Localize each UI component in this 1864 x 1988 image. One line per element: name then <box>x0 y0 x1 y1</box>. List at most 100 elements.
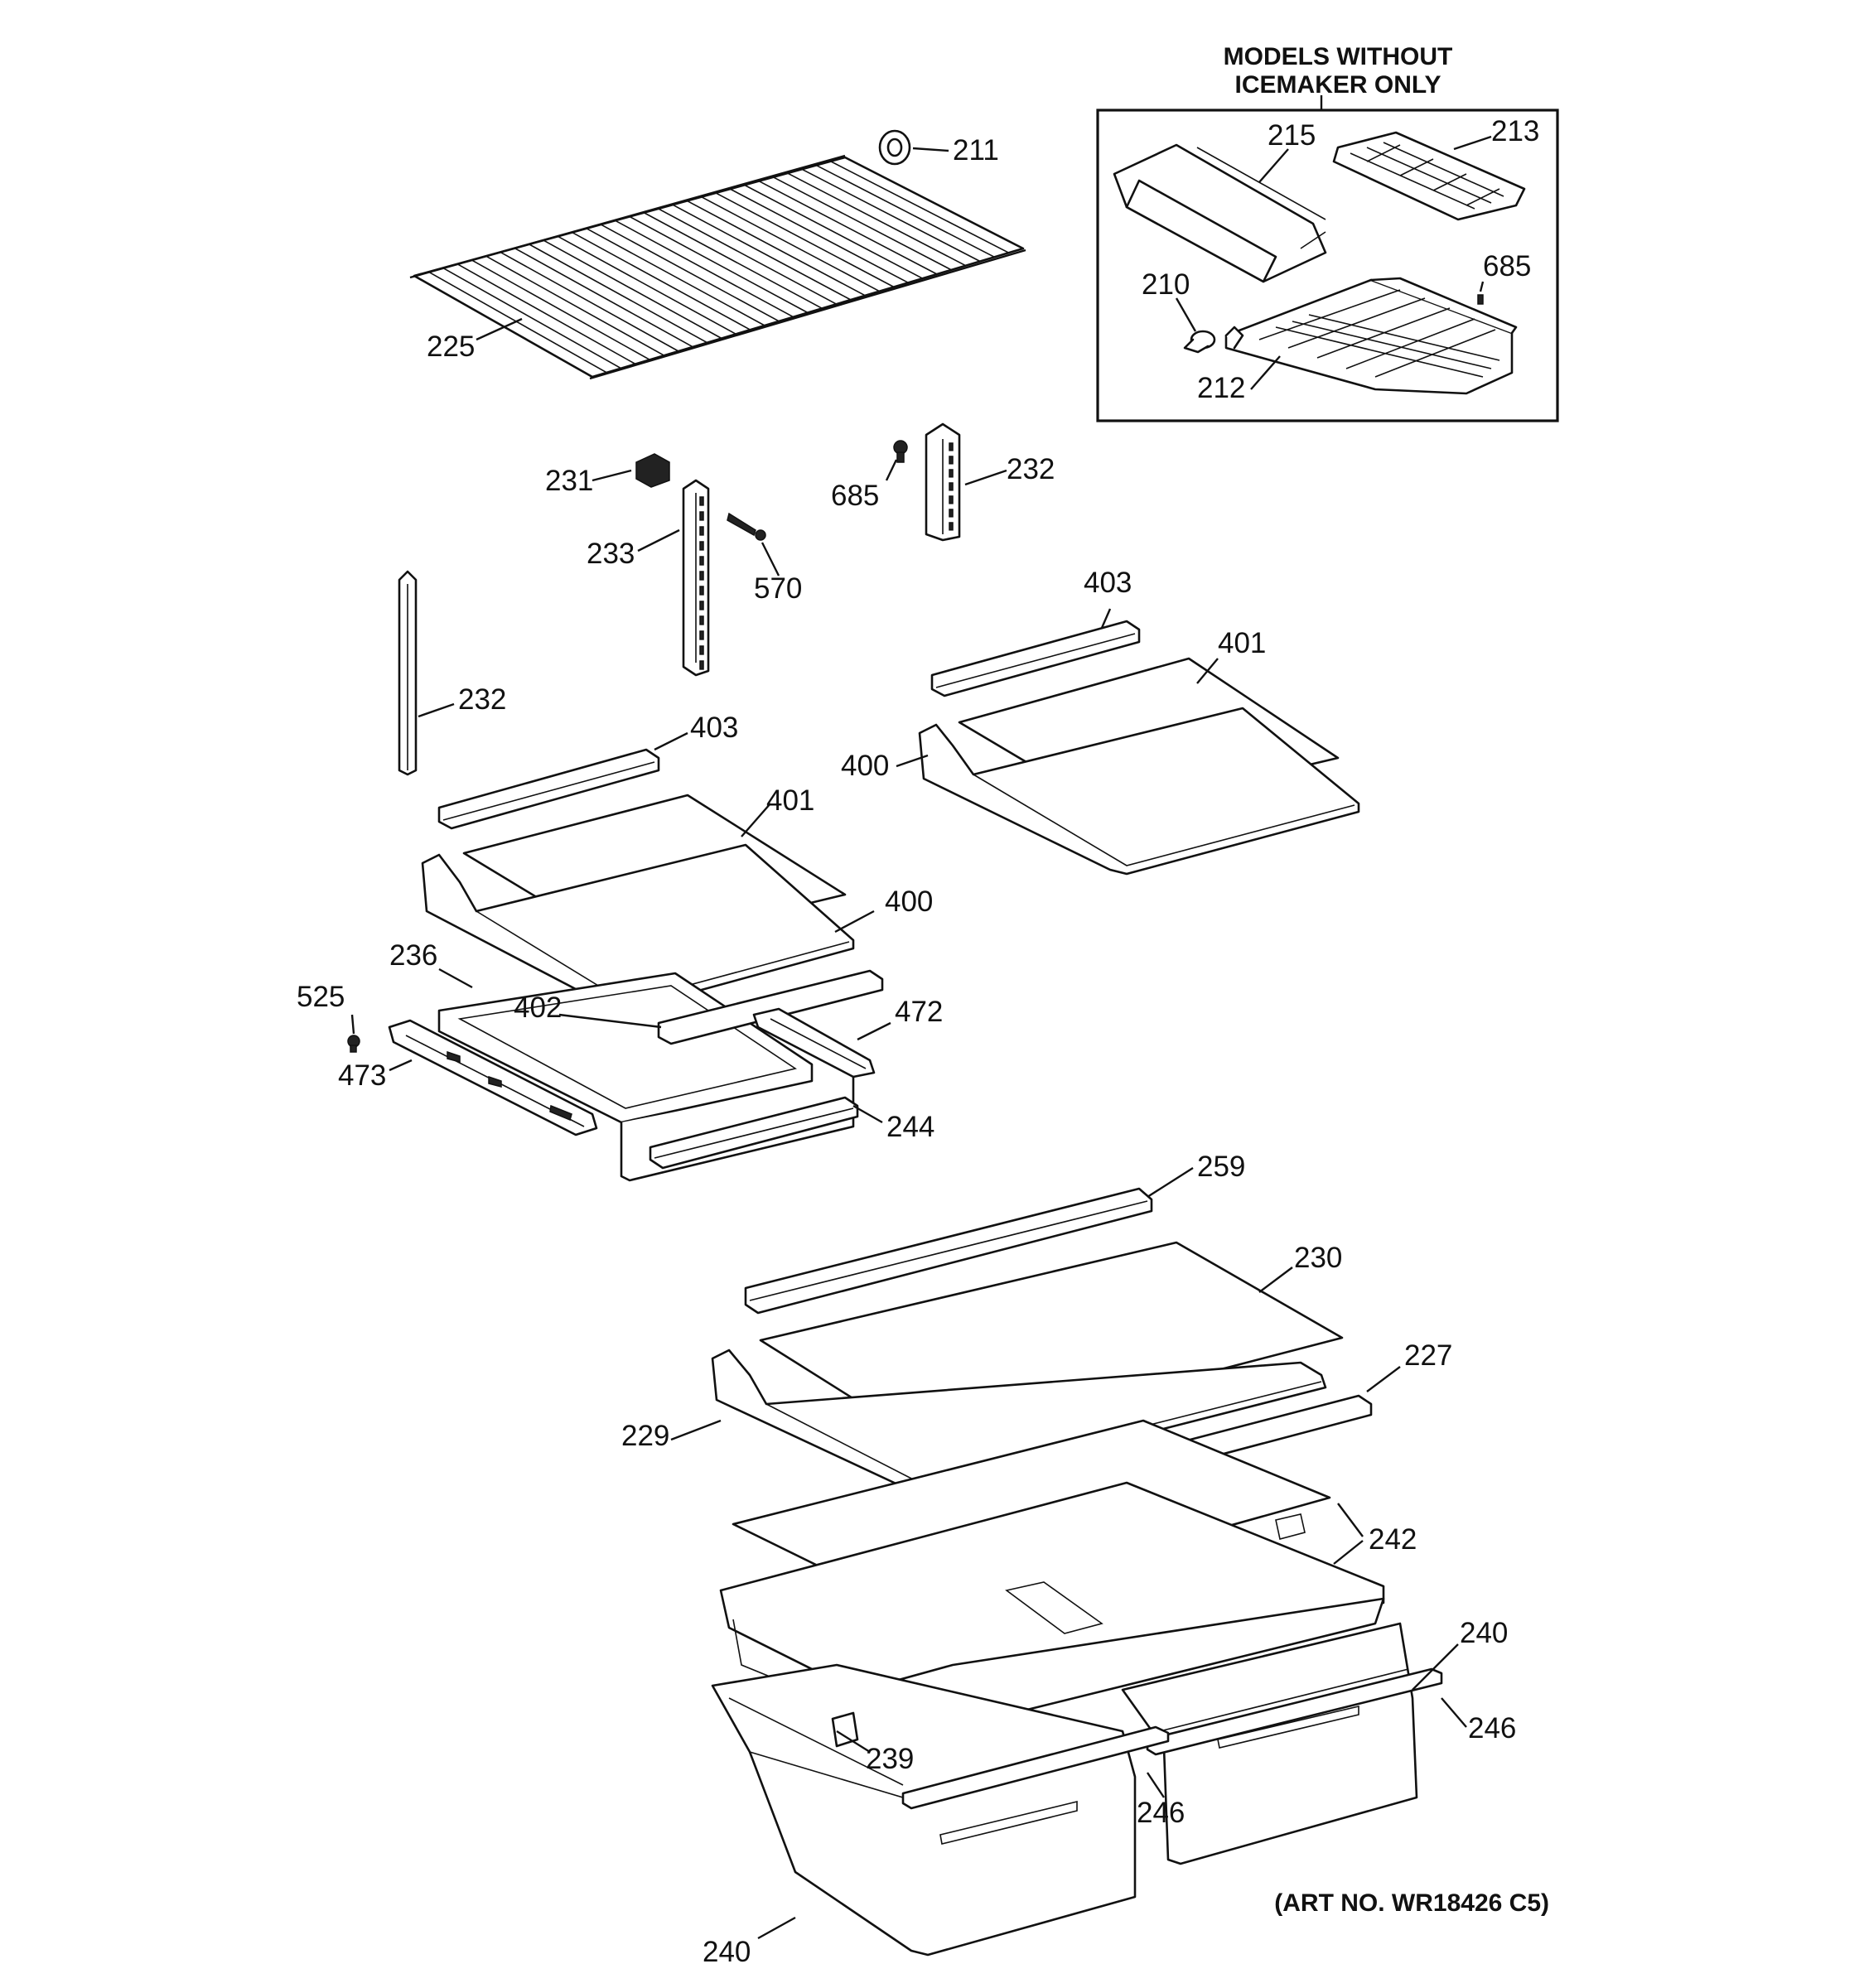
part-225-wire-shelf <box>409 154 1026 380</box>
wire-rung <box>643 212 823 310</box>
part-240-drawer-left <box>711 1663 1137 1957</box>
callout-227: 227 <box>1404 1339 1452 1372</box>
callout-244: 244 <box>886 1111 934 1143</box>
callout-401-right: 401 <box>1218 627 1266 659</box>
wire-rung <box>557 235 736 335</box>
part-233-upright <box>682 479 710 677</box>
wire-rung <box>758 180 938 275</box>
upright-slot <box>699 496 704 506</box>
wire-rung <box>801 168 981 263</box>
wire-rung <box>600 224 780 322</box>
wire-rung <box>442 267 622 369</box>
part-403-shelf-trim-left <box>437 748 660 830</box>
wire-rung <box>815 164 995 258</box>
callout-242: 242 <box>1369 1523 1417 1556</box>
inset-border <box>1096 109 1559 422</box>
callout-685-inset: 685 <box>1483 250 1531 282</box>
callout-246-right: 246 <box>1468 1712 1516 1744</box>
part-403-shelf-trim-right <box>930 620 1141 697</box>
callout-570: 570 <box>754 572 802 605</box>
part-246-handle-left <box>901 1725 1170 1810</box>
callout-211: 211 <box>953 134 999 166</box>
callout-259: 259 <box>1197 1151 1245 1183</box>
wire-rung <box>471 259 650 361</box>
callout-236: 236 <box>389 939 437 972</box>
callout-labels: 211 225 215 213 685 210 212 231 233 570 … <box>297 115 1539 1968</box>
upright-slot <box>699 571 704 581</box>
part-244-pan-front-trim <box>649 1096 859 1170</box>
callout-233: 233 <box>587 538 635 570</box>
callout-229: 229 <box>621 1420 669 1452</box>
wire-rung <box>543 239 722 340</box>
callout-525: 525 <box>297 981 345 1013</box>
callout-231: 231 <box>545 465 593 497</box>
part-239-support <box>831 1711 859 1748</box>
upright-slot <box>699 630 704 640</box>
wire-rung <box>485 255 665 356</box>
part-685-screw <box>893 440 908 463</box>
part-246-handle-right <box>1146 1667 1443 1756</box>
callout-685: 685 <box>831 480 879 512</box>
wire-rung <box>787 172 967 267</box>
wire-rung <box>701 195 881 292</box>
inset-icemaker-parts: MODELS WITHOUT ICEMAKER ONLY <box>1096 43 1559 422</box>
part-685-screw-inset <box>1477 294 1484 305</box>
upright-slot <box>949 442 954 451</box>
upright-slot <box>699 541 704 551</box>
part-402-pan-rail <box>657 969 884 1045</box>
callout-401-left: 401 <box>766 784 814 817</box>
callout-472: 472 <box>895 996 943 1028</box>
wire-rung <box>456 263 636 365</box>
callout-246-left: 246 <box>1137 1797 1185 1829</box>
part-213-ice-tray <box>1332 131 1526 221</box>
part-400-shelf-frame-right <box>918 707 1360 876</box>
wire-rung <box>672 204 852 301</box>
callout-240-right: 240 <box>1460 1617 1508 1649</box>
wire-rung <box>514 247 693 348</box>
part-259-shelf-trim <box>744 1187 1153 1315</box>
upright-slot <box>949 509 954 518</box>
callout-403-right: 403 <box>1084 567 1132 599</box>
callout-403-left: 403 <box>690 712 738 744</box>
inset-title-line2: ICEMAKER ONLY <box>1235 71 1441 99</box>
wire-rung <box>658 208 838 305</box>
part-212-ice-rack <box>1224 277 1518 395</box>
part-211-end-cap <box>878 129 911 166</box>
part-240-drawer-right <box>1121 1622 1418 1865</box>
callout-240-left: 240 <box>703 1936 751 1968</box>
part-473-slide-left <box>388 1019 598 1136</box>
callout-239: 239 <box>866 1743 914 1775</box>
callout-212: 212 <box>1197 372 1245 404</box>
callout-473: 473 <box>338 1059 386 1092</box>
callout-232-left: 232 <box>458 683 506 716</box>
upright-slot <box>949 482 954 491</box>
wire-rung <box>629 215 809 314</box>
part-570-screw <box>727 512 766 541</box>
wire-rung <box>500 251 679 352</box>
part-232-upright-left <box>398 570 418 776</box>
wire-rung <box>572 231 751 331</box>
wire-rung <box>729 188 909 284</box>
callout-230: 230 <box>1294 1242 1342 1274</box>
part-232-upright-right <box>925 422 961 542</box>
upright-slot <box>699 601 704 610</box>
wire-rung <box>529 244 708 344</box>
wire-rung <box>586 228 765 326</box>
wire-rung <box>715 192 895 288</box>
wire-rung <box>615 220 794 318</box>
wire-rung <box>744 184 924 279</box>
callout-210: 210 <box>1142 268 1190 301</box>
wire-rung <box>427 271 607 374</box>
upright-slot <box>699 586 704 596</box>
upright-slot <box>949 522 954 531</box>
art-number: (ART NO. WR18426 C5) <box>1274 1889 1549 1917</box>
upright-slot <box>949 469 954 478</box>
callout-213: 213 <box>1491 115 1539 147</box>
upright-slot <box>949 456 954 465</box>
upright-slot <box>699 660 704 670</box>
leader-lines <box>350 135 1492 1940</box>
callout-225: 225 <box>427 331 475 363</box>
callout-400-right: 400 <box>841 750 889 782</box>
wire-rung <box>686 200 866 297</box>
